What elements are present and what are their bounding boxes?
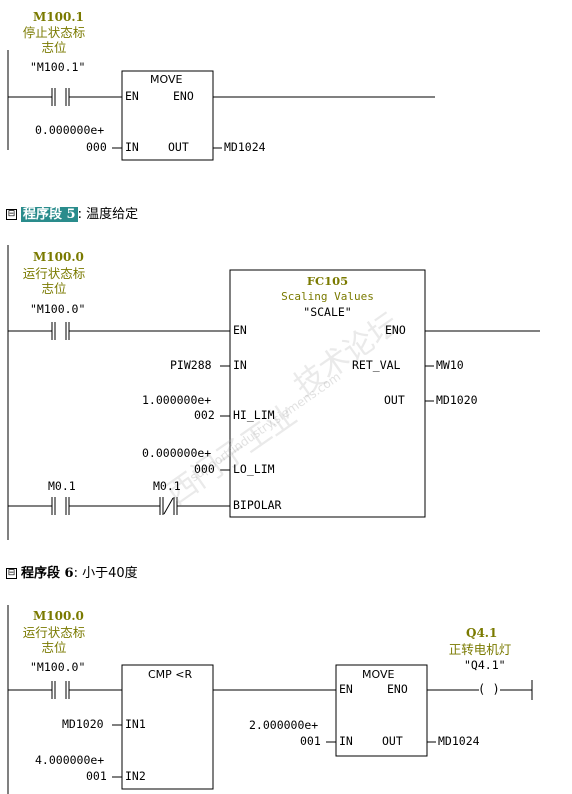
pin-in: IN [233, 358, 247, 372]
move-in-exponent[interactable]: 001 [300, 734, 321, 748]
bipolar-contact-no-address[interactable]: M0.1 [48, 479, 76, 493]
contact-symbol[interactable]: "M100.1" [30, 60, 86, 74]
pin-in: IN [339, 734, 353, 748]
coil-address[interactable]: Q4.1 [466, 626, 498, 640]
in-value-mantissa[interactable]: 0.000000e+ [35, 123, 105, 137]
network-5-comment: : 温度给定 [77, 207, 139, 222]
pin-lo-lim: LO_LIM [233, 462, 275, 476]
ret-val-value[interactable]: MW10 [436, 358, 464, 372]
network-5-header[interactable]: ⊟ 程序段 5: 温度给定 [6, 203, 138, 222]
contact-symbol[interactable]: "M100.0" [30, 660, 86, 674]
pin-in: IN [125, 140, 139, 154]
pin-hi-lim: HI_LIM [233, 408, 275, 422]
in1-value[interactable]: MD1020 [62, 717, 104, 731]
out-value[interactable]: MD1024 [224, 140, 266, 154]
in-value-exponent[interactable]: 000 [86, 140, 107, 154]
hi-lim-mantissa[interactable]: 1.000000e+ [142, 393, 212, 407]
pin-en: EN [233, 323, 247, 337]
in-value[interactable]: PIW288 [170, 358, 212, 372]
contact-comment: 运行状态标 志位 [22, 266, 86, 296]
move-box-title[interactable]: MOVE [362, 668, 395, 681]
coil-comment: 正转电机灯 [448, 642, 512, 657]
network-6-header[interactable]: ⊟ 程序段 6: 小于40度 [6, 562, 138, 581]
contact-address[interactable]: M100.0 [33, 250, 84, 264]
pin-en: EN [339, 682, 353, 696]
hi-lim-exponent[interactable]: 002 [194, 408, 215, 422]
lo-lim-mantissa[interactable]: 0.000000e+ [142, 446, 212, 460]
collapse-toggle-icon[interactable]: ⊟ [6, 568, 17, 579]
pin-en: EN [125, 89, 139, 103]
fc-block-name[interactable]: FC105 [306, 274, 349, 288]
pin-in2: IN2 [125, 769, 146, 783]
network-5-title: 程序段 5 [21, 207, 78, 222]
lo-lim-exponent[interactable]: 000 [194, 462, 215, 476]
pin-out: OUT [168, 140, 189, 154]
collapse-toggle-icon[interactable]: ⊟ [6, 209, 17, 220]
coil-icon[interactable]: ( ) [478, 682, 500, 696]
pin-in1: IN1 [125, 717, 146, 731]
pin-ret-val: RET_VAL [352, 358, 401, 372]
contact-comment: 运行状态标 志位 [22, 625, 86, 655]
pin-out: OUT [382, 734, 403, 748]
pin-bipolar: BIPOLAR [233, 498, 282, 512]
contact-address[interactable]: M100.0 [33, 609, 84, 623]
pin-eno: ENO [173, 89, 194, 103]
contact-address[interactable]: M100.1 [33, 10, 84, 24]
move-out-value[interactable]: MD1024 [438, 734, 480, 748]
fc-block-description: Scaling Values [281, 290, 374, 303]
out-value[interactable]: MD1020 [436, 393, 478, 407]
network-6-comment: : 小于40度 [73, 566, 138, 581]
fc-block-symbol: "SCALE" [303, 305, 352, 319]
in2-mantissa[interactable]: 4.000000e+ [35, 753, 105, 767]
pin-eno: ENO [387, 682, 408, 696]
move-box-title[interactable]: MOVE [150, 73, 183, 86]
contact-symbol[interactable]: "M100.0" [30, 302, 86, 316]
in2-exponent[interactable]: 001 [86, 769, 107, 783]
cmp-box-title[interactable]: CMP <R [148, 668, 193, 681]
move-in-mantissa[interactable]: 2.000000e+ [249, 718, 319, 732]
pin-out: OUT [384, 393, 405, 407]
coil-symbol[interactable]: "Q4.1" [464, 658, 506, 672]
contact-comment: 停止状态标 志位 [22, 25, 86, 55]
bipolar-contact-nc-address[interactable]: M0.1 [153, 479, 181, 493]
network-6-title: 程序段 6 [21, 566, 74, 581]
pin-eno: ENO [385, 323, 406, 337]
